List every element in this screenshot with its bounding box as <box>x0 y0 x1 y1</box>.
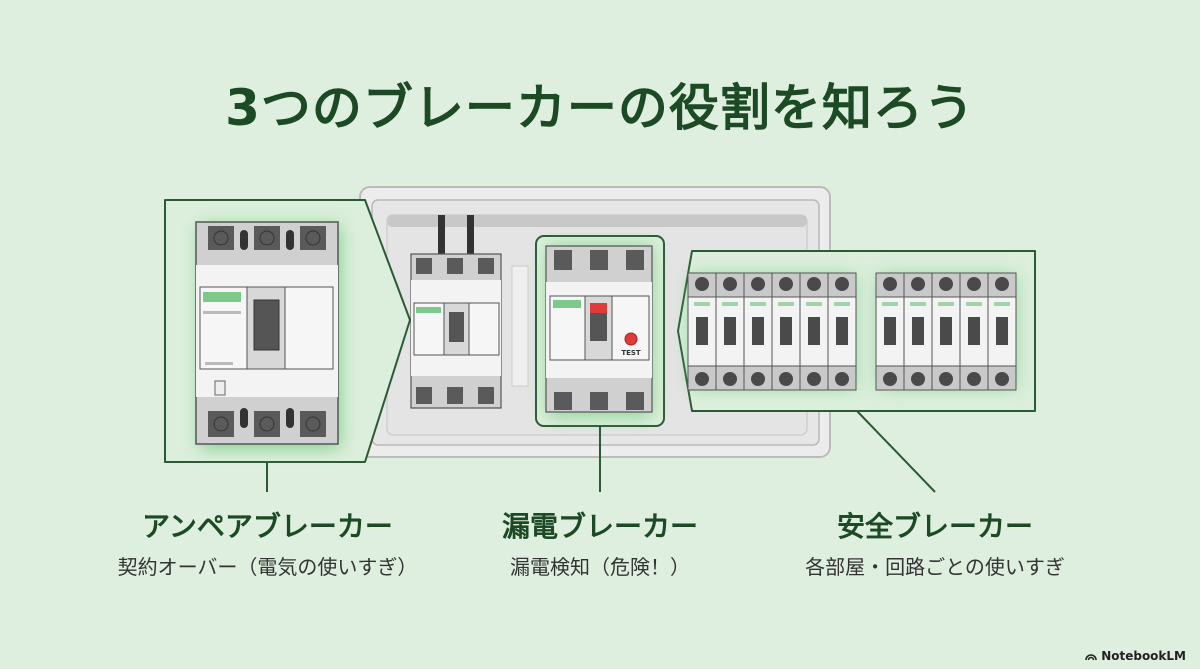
safety-breaker-unit <box>771 272 801 391</box>
safety-breaker-unit <box>959 272 989 391</box>
notebooklm-logo-icon <box>1085 654 1097 661</box>
brand-label: NotebookLM <box>1101 649 1186 663</box>
safety-leader-line <box>856 410 936 493</box>
ampere-breaker-large <box>195 221 339 445</box>
safety-breaker-unit <box>687 272 717 391</box>
leakage-breaker-label: 漏電ブレーカー 漏電検知（危険！） <box>465 505 735 580</box>
leakage-breaker-description: 漏電検知（危険！） <box>510 555 690 579</box>
ampere-breaker-small <box>410 215 502 409</box>
ampere-breaker-name: アンペアブレーカー <box>142 510 393 543</box>
safety-breaker-unit <box>903 272 933 391</box>
safety-breaker-label: 安全ブレーカー 各部屋・回路ごとの使いすぎ <box>770 505 1100 580</box>
safety-breaker-unit <box>715 272 745 391</box>
earth-leakage-breaker: TEST <box>535 235 665 427</box>
ampere-breaker-description: 契約オーバー（電気の使いすぎ） <box>117 555 418 579</box>
safety-breaker-unit <box>875 272 905 391</box>
safety-breaker-unit <box>743 272 773 391</box>
safety-breaker-unit <box>987 272 1017 391</box>
safety-breaker-description: 各部屋・回路ごとの使いすぎ <box>805 555 1065 579</box>
safety-breaker-unit <box>827 272 857 391</box>
safety-breaker-units <box>687 272 1017 391</box>
brand-watermark: NotebookLM <box>1085 649 1186 663</box>
safety-breaker-name: 安全ブレーカー <box>836 510 1033 543</box>
safety-breaker-unit <box>931 272 961 391</box>
leakage-breaker-name: 漏電ブレーカー <box>501 510 698 543</box>
test-button-label: TEST <box>621 349 641 357</box>
safety-breaker-unit <box>799 272 829 391</box>
ampere-breaker-label: アンペアブレーカー 契約オーバー（電気の使いすぎ） <box>80 505 455 580</box>
page-title: 3つのブレーカーの役割を知ろう <box>225 79 975 137</box>
